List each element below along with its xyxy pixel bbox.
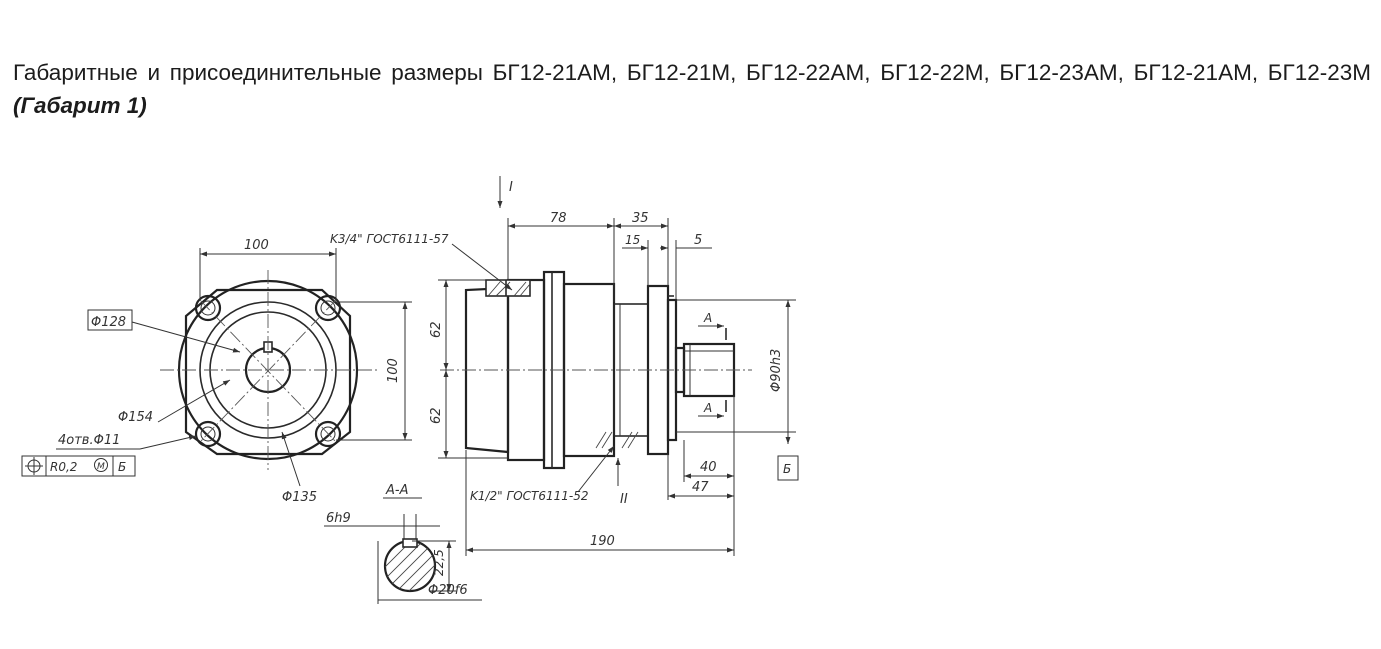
dim-47-label: 47 xyxy=(692,480,709,495)
dim-40-label: 40 xyxy=(700,460,717,475)
heading-subtitle: (Габарит 1) xyxy=(13,93,147,118)
leader-d128 xyxy=(131,321,241,353)
tolerance-datum: Б xyxy=(118,460,126,474)
dim-d128-label: Φ128 xyxy=(91,315,126,330)
leader-port-top xyxy=(451,243,513,291)
tolerance-modifier: M xyxy=(97,462,105,472)
section-a-a: А-А 6h9 22,5 Φ20f6 xyxy=(324,483,482,604)
diagonal-center-line xyxy=(199,299,337,443)
tolerance-frame-box xyxy=(21,455,136,477)
bolt-hole-inner xyxy=(200,426,216,442)
port-top-label: K3/4" ГОСТ6111-57 xyxy=(330,232,449,246)
tolerance-value: R0,2 xyxy=(50,460,77,474)
front-view: 100 100 Φ128 Φ154 4отв.Φ11 R0,2 M Б xyxy=(21,238,412,505)
port-top xyxy=(485,279,531,297)
holes-label: 4отв.Φ11 xyxy=(58,433,120,448)
key-width-label: 6h9 xyxy=(326,511,351,526)
dim-width-label: 100 xyxy=(244,238,269,253)
pilot-diameter-label: Φ90h3 xyxy=(769,349,784,392)
d128-box xyxy=(87,309,133,331)
section-mark-lower: А xyxy=(703,401,712,415)
bolt-hole-inner xyxy=(320,426,336,442)
shaft-diameter-label: Φ20f6 xyxy=(428,583,468,598)
leader-d154 xyxy=(157,379,231,423)
dim-d135-label: Φ135 xyxy=(282,490,317,505)
bolt-hole-inner xyxy=(200,300,216,316)
port-top-body xyxy=(485,279,531,297)
view-mark-top: I xyxy=(509,180,513,195)
dim-35-label: 35 xyxy=(632,211,649,226)
heading-text: Габаритные и присоединительные размеры Б… xyxy=(13,60,1371,85)
page-heading: Габаритные и присоединительные размеры Б… xyxy=(13,56,1371,122)
dim-5-label: 5 xyxy=(694,233,702,248)
port-bottom xyxy=(595,431,639,449)
view-mark-bottom: II xyxy=(620,492,628,507)
dim-height-label: 100 xyxy=(386,358,401,383)
leader-d135 xyxy=(281,431,301,487)
bolt-hole xyxy=(314,294,342,322)
dim-190-label: 190 xyxy=(590,534,615,549)
side-view: I xyxy=(330,176,799,556)
flange-outline xyxy=(184,288,352,456)
position-tolerance-frame: R0,2 M Б xyxy=(21,455,136,477)
key-height-label: 22,5 xyxy=(432,549,446,576)
bolt-hole xyxy=(314,420,342,448)
key-slot xyxy=(402,538,418,548)
bolt-hole-inner xyxy=(320,300,336,316)
dim-62-upper-label: 62 xyxy=(429,321,444,338)
port-bottom-label: K1/2" ГОСТ6111-52 xyxy=(470,489,589,503)
section-title: А-А xyxy=(385,483,408,498)
leader-port-bottom xyxy=(577,445,615,493)
dim-d154-label: Φ154 xyxy=(118,410,153,425)
datum-box xyxy=(777,455,799,481)
leader-holes xyxy=(139,435,197,450)
datum-label: Б xyxy=(783,462,791,476)
bolt-hole xyxy=(194,420,222,448)
bolt-holes xyxy=(194,294,342,448)
dim-15-label: 15 xyxy=(625,233,640,247)
section-mark-upper: А xyxy=(703,311,712,325)
bolt-hole xyxy=(194,294,222,322)
dim-62-lower-label: 62 xyxy=(429,407,444,424)
dim-78-label: 78 xyxy=(550,211,567,226)
max-material-modifier-icon xyxy=(94,458,108,472)
